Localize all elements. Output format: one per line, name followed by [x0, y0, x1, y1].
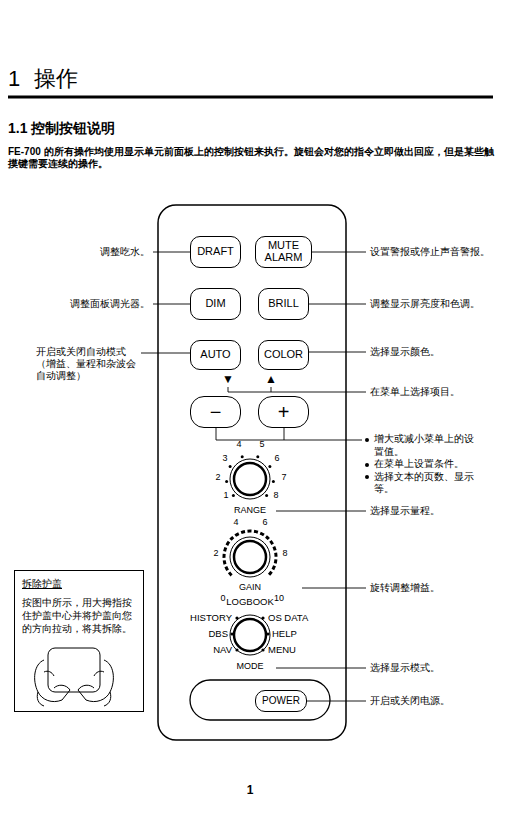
knob-name: RANGE: [234, 505, 266, 516]
range-number: 1: [223, 490, 228, 501]
gain-number: 2: [213, 548, 218, 559]
callout-text: 选择显示量程。: [370, 505, 440, 517]
callout-text: 开启或关闭电源。: [370, 695, 450, 707]
gain-number: 6: [262, 517, 267, 528]
range-knob: [234, 463, 266, 495]
range-knob-ring: [230, 459, 270, 499]
mode-option: LOGBOOK: [226, 596, 274, 607]
gain-number: 8: [282, 548, 287, 559]
bullet-text: 选择文本的页数、显示等。: [374, 471, 474, 495]
gain-number: 10: [274, 593, 284, 604]
bullet-text: 增大或减小菜单上的设置值。: [374, 433, 474, 457]
button-label: DIM: [205, 298, 225, 310]
mode-option: MENU: [268, 644, 296, 655]
panel-button: COLOR: [258, 340, 309, 370]
gain-number: 4: [233, 517, 238, 528]
range-number: 8: [273, 490, 278, 501]
callout-text: 调整显示屏亮度和色调。: [370, 298, 480, 310]
callout-text: 选择显示模式。: [370, 662, 440, 674]
callout-text: 旋转调整增益。: [370, 582, 440, 594]
callout-text: 设置警报或停止声音警报。: [370, 246, 490, 258]
mode-option: DBS: [208, 628, 228, 639]
inset-note-box: 拆除护盖按图中所示，用大拇指按住护盖中心并将护盖向您的方向拉动，将其拆除。: [14, 570, 144, 712]
gain-knob-ring: [230, 537, 270, 577]
intro-paragraph: FE-700 的所有操作均使用显示单元前面板上的控制按钮来执行。旋钮会对您的指令…: [8, 146, 500, 170]
bullet-item: 增大或减小菜单上的设置值。: [365, 433, 477, 458]
gain-knob: [234, 541, 266, 573]
callout-text: 开启或关闭自动模式 （增益、量程和杂波会自动调整）: [36, 346, 140, 382]
range-number: 7: [281, 472, 286, 483]
leader-lines: [141, 252, 366, 701]
inset-heading: 拆除护盖: [22, 577, 136, 591]
knob-name: GAIN: [239, 582, 261, 593]
range-number: 6: [274, 453, 279, 464]
mode-knob-ring: [230, 615, 270, 655]
panel-button: −: [190, 396, 241, 428]
callout-text: 调整面板调光器。: [70, 298, 150, 310]
range-number: 2: [215, 472, 220, 483]
button-label: +: [278, 402, 290, 423]
mode-option: HELP: [272, 628, 297, 639]
gain-number: 0: [220, 593, 225, 604]
panel-button: DIM: [190, 288, 241, 320]
bullet-list: 增大或减小菜单上的设置值。在菜单上设置条件。选择文本的页数、显示等。: [365, 433, 477, 496]
range-dots: [225, 455, 275, 497]
bullet-dot: [365, 475, 369, 479]
title-rule: [8, 96, 493, 99]
range-number: 5: [259, 439, 264, 450]
bullet-item: 在菜单上设置条件。: [365, 458, 477, 471]
range-number: 3: [222, 453, 227, 464]
hands-illustration: [35, 648, 114, 706]
mode-knob: [234, 619, 266, 651]
button-label: AUTO: [200, 349, 230, 361]
page-title: 1 操作: [8, 66, 78, 92]
arrow-symbol: ▲: [265, 372, 277, 386]
button-label: POWER: [262, 696, 300, 707]
button-label: MUTE ALARM: [256, 240, 311, 263]
panel-button: DRAFT: [190, 236, 241, 268]
callout-text: 在菜单上选择项目。: [370, 386, 460, 398]
control-panel: [158, 205, 346, 740]
mode-option: HISTORY: [190, 612, 232, 623]
mode-option: NAV: [213, 644, 232, 655]
button-label: BRILL: [268, 298, 299, 310]
panel-button: AUTO: [190, 340, 241, 370]
range-number: 4: [236, 439, 241, 450]
bullet-dot: [365, 463, 369, 467]
power-recess: [190, 680, 330, 720]
panel-button: POWER: [255, 690, 307, 712]
button-label: COLOR: [264, 349, 303, 361]
mode-option: OS DATA: [268, 612, 308, 623]
bullet-item: 选择文本的页数、显示等。: [365, 471, 477, 496]
inset-body: 按图中所示，用大拇指按住护盖中心并将护盖向您的方向拉动，将其拆除。: [22, 597, 136, 635]
button-label: −: [210, 402, 222, 423]
arrow-symbol: ▼: [222, 372, 234, 386]
button-label: DRAFT: [197, 246, 234, 258]
callout-text: 选择显示颜色。: [370, 346, 440, 358]
bullet-dot: [365, 438, 369, 442]
page-number: 1: [247, 783, 254, 797]
knob-name: MODE: [237, 661, 264, 672]
panel-button: BRILL: [258, 288, 309, 320]
bullet-text: 在菜单上设置条件。: [374, 458, 464, 469]
section-heading: 1.1 控制按钮说明: [8, 120, 115, 137]
panel-button: +: [258, 396, 309, 428]
gain-scale: [224, 531, 276, 575]
callout-text: 调整吃水。: [100, 246, 150, 258]
panel-button: MUTE ALARM: [255, 236, 312, 268]
mode-dots: [230, 616, 269, 651]
